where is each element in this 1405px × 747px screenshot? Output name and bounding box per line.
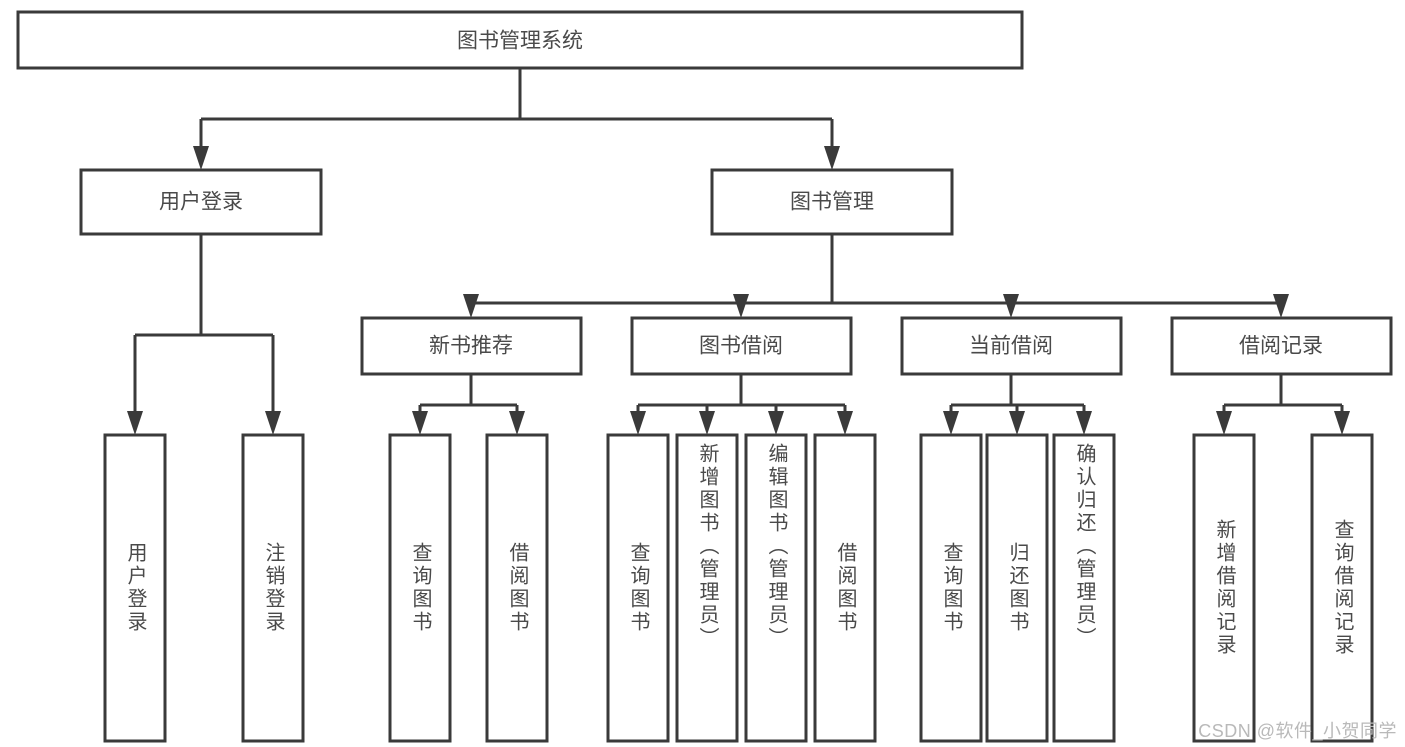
arrow-to-records-icon xyxy=(1273,294,1289,318)
arrow-to-book-manage-icon xyxy=(824,146,840,170)
arrow-leaf-user-login-icon xyxy=(127,411,143,435)
arrow-to-new-book-icon xyxy=(463,294,479,318)
arrow-leaf-query-book-1-icon xyxy=(412,411,428,435)
leaf-boxes xyxy=(103,433,1374,743)
leaf-box-borrow-book-1[interactable] xyxy=(485,433,549,743)
leaf-box-edit-book[interactable] xyxy=(744,433,808,743)
leaf-box-borrow-book-2[interactable] xyxy=(813,433,877,743)
arrow-leaf-edit-book-icon xyxy=(768,411,784,435)
node-current-borrow-box[interactable] xyxy=(900,316,1123,376)
csdn-watermark: CSDN @软件_小贺同学 xyxy=(1198,721,1397,741)
node-book-manage[interactable]: 图书管理 xyxy=(710,168,954,236)
leaf-box-query-book-2[interactable] xyxy=(606,433,670,743)
leaf-box-query-book-1[interactable] xyxy=(388,433,452,743)
node-user-login[interactable]: 用户登录 xyxy=(79,168,323,236)
node-current-borrow-label: 当前借阅 xyxy=(969,335,1053,358)
leaf-box-add-book[interactable] xyxy=(675,433,739,743)
arrow-leaf-query-book-2-icon xyxy=(630,411,646,435)
arrow-leaf-confirm-return-icon xyxy=(1076,411,1092,435)
node-borrow-records-box[interactable] xyxy=(1170,316,1393,376)
arrow-to-current-icon xyxy=(1003,294,1019,318)
arrow-leaf-query-record-icon xyxy=(1334,411,1350,435)
node-current-borrow[interactable]: 当前借阅 xyxy=(900,316,1123,376)
arrow-leaf-add-record-icon xyxy=(1216,411,1232,435)
node-new-book-recommend-label: 新书推荐 xyxy=(429,335,513,358)
node-borrow-records[interactable]: 借阅记录 xyxy=(1170,316,1393,376)
arrow-to-borrow-icon xyxy=(733,294,749,318)
leaf-box-confirm-return[interactable] xyxy=(1052,433,1116,743)
leaf-box-return-book[interactable] xyxy=(985,433,1049,743)
node-new-book-recommend-box[interactable] xyxy=(360,316,583,376)
arrow-leaf-return-book-icon xyxy=(1009,411,1025,435)
node-root-box[interactable] xyxy=(16,10,1024,70)
node-root-label: 图书管理系统 xyxy=(457,30,583,53)
arrow-leaf-logout-icon xyxy=(265,411,281,435)
node-book-borrow-label: 图书借阅 xyxy=(699,335,783,358)
leaf-box-user-login[interactable] xyxy=(103,433,167,743)
connector-layer xyxy=(127,68,1350,435)
node-book-manage-label: 图书管理 xyxy=(790,191,874,214)
arrow-leaf-borrow-book-1-icon xyxy=(509,411,525,435)
node-root[interactable]: 图书管理系统 xyxy=(16,10,1024,70)
node-user-login-box[interactable] xyxy=(79,168,323,236)
leaf-box-query-record[interactable] xyxy=(1310,433,1374,743)
arrow-leaf-borrow-book-2-icon xyxy=(837,411,853,435)
leaf-box-add-record[interactable] xyxy=(1192,433,1256,743)
arrow-leaf-query-book-3-icon xyxy=(943,411,959,435)
arrow-leaf-add-book-icon xyxy=(699,411,715,435)
node-book-borrow[interactable]: 图书借阅 xyxy=(630,316,853,376)
leaf-box-logout[interactable] xyxy=(241,433,305,743)
node-borrow-records-label: 借阅记录 xyxy=(1239,335,1323,358)
node-new-book-recommend[interactable]: 新书推荐 xyxy=(360,316,583,376)
node-user-login-label: 用户登录 xyxy=(159,191,243,214)
leaf-box-query-book-3[interactable] xyxy=(919,433,983,743)
arrow-to-user-login-icon xyxy=(193,146,209,170)
node-book-manage-box[interactable] xyxy=(710,168,954,236)
node-book-borrow-box[interactable] xyxy=(630,316,853,376)
